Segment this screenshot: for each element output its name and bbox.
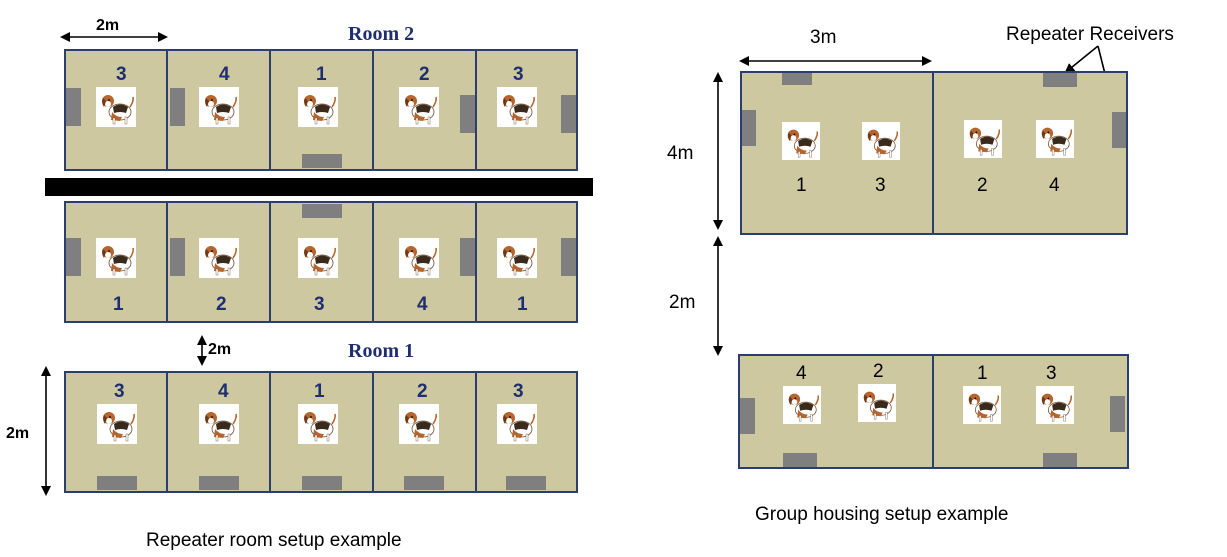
- group-height-label: 4m: [667, 143, 693, 164]
- receiver-icon: [170, 88, 185, 126]
- repeater-caption: Repeater room setup example: [146, 530, 402, 551]
- pen-number: 4: [1049, 175, 1060, 196]
- pen-number: 1: [316, 64, 327, 85]
- receiver-icon: [199, 476, 239, 490]
- pen-number: 2: [417, 381, 428, 402]
- pen-number: 3: [1046, 363, 1057, 384]
- beagle-dog-icon: [97, 404, 137, 444]
- receiver-icon: [1043, 453, 1077, 467]
- beagle-dog-icon: [399, 87, 439, 127]
- corridor-wall: [45, 178, 593, 196]
- pen-number: 2: [977, 175, 988, 196]
- beagle-dog-icon: [963, 386, 1001, 424]
- beagle-dog-icon: [96, 238, 136, 278]
- pen-number: 2: [873, 361, 884, 382]
- receiver-icon: [460, 95, 475, 133]
- pen-number: 3: [116, 64, 127, 85]
- receiver-icon: [1110, 396, 1125, 432]
- group-height-dimension: 4m: [667, 72, 723, 230]
- pen-number: 1: [977, 363, 988, 384]
- beagle-dog-icon: [298, 404, 338, 444]
- beagle-dog-icon: [782, 122, 820, 160]
- receiver-icon: [782, 73, 812, 85]
- pen-number: 4: [417, 294, 428, 315]
- beagle-dog-icon: [783, 386, 821, 424]
- receiver-icon: [742, 110, 756, 146]
- group-width-dimension: 3m: [739, 27, 932, 66]
- receiver-icon: [506, 476, 546, 490]
- beagle-dog-icon: [858, 384, 896, 422]
- beagle-dog-icon: [862, 122, 900, 160]
- receiver-icon: [783, 453, 817, 467]
- pen-number: 1: [517, 294, 528, 315]
- group-gap-dimension: 2m: [669, 236, 723, 356]
- pen-number: 2: [216, 294, 227, 315]
- receiver-icon: [561, 95, 576, 133]
- pen-number: 3: [513, 381, 524, 402]
- receiver-icon: [404, 476, 444, 490]
- beagle-dog-icon: [964, 120, 1002, 158]
- receiver-icon: [302, 154, 342, 168]
- beagle-dog-icon: [298, 87, 338, 127]
- repeater-height-label: 2m: [6, 425, 29, 442]
- receiver-icon: [561, 238, 576, 276]
- pen-number: 3: [513, 64, 524, 85]
- group-caption: Group housing setup example: [755, 504, 1009, 525]
- beagle-dog-icon: [298, 238, 338, 278]
- receiver-icon: [1112, 112, 1126, 148]
- pen-number: 1: [796, 175, 807, 196]
- repeater-row-top: 3 4 1 2 3: [64, 49, 578, 171]
- group-pens-top: 1 3 2 4: [740, 71, 1128, 235]
- pen-number: 1: [314, 381, 325, 402]
- beagle-dog-icon: [199, 87, 239, 127]
- receiver-icon: [460, 238, 475, 276]
- room-1-label: Room 1: [348, 340, 414, 362]
- pen-number: 4: [796, 363, 807, 384]
- repeater-height-dimension: 2m: [6, 366, 51, 496]
- receiver-icon: [170, 238, 185, 276]
- room-2-label: Room 2: [348, 23, 414, 45]
- repeater-receivers-label: Repeater Receivers: [1006, 24, 1174, 45]
- repeater-gap-label: 2m: [208, 341, 231, 358]
- pen-number: 4: [219, 64, 230, 85]
- group-gap-label: 2m: [669, 292, 695, 313]
- receiver-icon: [66, 88, 81, 126]
- beagle-dog-icon: [96, 87, 136, 127]
- repeater-top-width-label: 2m: [96, 17, 119, 34]
- pen-number: 3: [875, 175, 886, 196]
- receiver-icon: [1043, 73, 1077, 87]
- beagle-dog-icon: [1036, 120, 1074, 158]
- pen-number: 2: [419, 64, 430, 85]
- pen-number: 4: [218, 381, 229, 402]
- repeater-row-bottom: 3 4 1 2 3: [64, 371, 578, 493]
- group-pens-bottom: 4 2 1 3: [738, 354, 1129, 469]
- pen-number: 3: [314, 294, 325, 315]
- beagle-dog-icon: [497, 404, 537, 444]
- beagle-dog-icon: [399, 404, 439, 444]
- beagle-dog-icon: [497, 87, 537, 127]
- receiver-icon: [97, 476, 137, 490]
- beagle-dog-icon: [497, 238, 537, 278]
- pen-number: 1: [113, 294, 124, 315]
- group-width-label: 3m: [810, 27, 836, 48]
- beagle-dog-icon: [1036, 386, 1074, 424]
- repeater-gap-dimension: 2m: [197, 335, 231, 366]
- receiver-icon: [740, 398, 755, 434]
- pen-number: 3: [114, 381, 125, 402]
- beagle-dog-icon: [199, 404, 239, 444]
- receiver-icon: [302, 476, 342, 490]
- beagle-dog-icon: [399, 238, 439, 278]
- beagle-dog-icon: [199, 238, 239, 278]
- repeater-top-width-dimension: 2m: [60, 17, 168, 42]
- receiver-icon: [66, 238, 81, 276]
- receiver-icon: [302, 204, 342, 218]
- repeater-row-middle: 1 2 3 4 1: [64, 201, 578, 323]
